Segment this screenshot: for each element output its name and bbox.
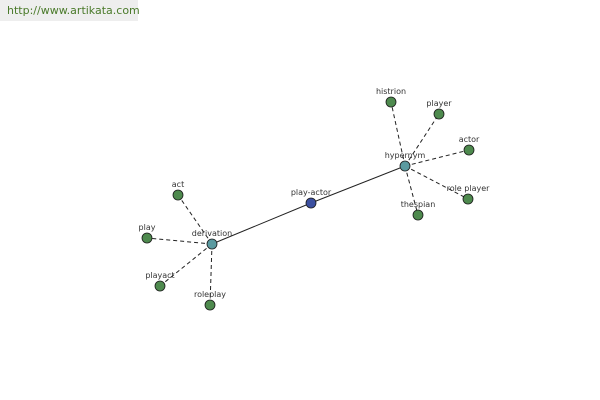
- node-label-derivation: derivation: [192, 229, 232, 238]
- node-label-act: act: [172, 180, 184, 189]
- node-circle-act[interactable]: [172, 189, 184, 201]
- node-label-playact: playact: [145, 271, 174, 280]
- node-derivation[interactable]: derivation: [192, 229, 232, 250]
- node-label-center: play-actor: [291, 188, 332, 197]
- node-center[interactable]: play-actor: [291, 188, 332, 209]
- edge-hypernym-thespian: [404, 165, 419, 216]
- node-thespian[interactable]: thespian: [401, 200, 436, 221]
- node-act[interactable]: act: [172, 180, 184, 201]
- edge-hypernym-actor: [404, 149, 470, 167]
- node-circle-actor[interactable]: [463, 144, 475, 156]
- node-label-player: player: [426, 99, 452, 108]
- node-role_player[interactable]: role player: [447, 184, 491, 205]
- node-circle-derivation[interactable]: [206, 238, 218, 250]
- source-url-link[interactable]: http://www.artikata.com: [7, 4, 140, 17]
- edge-hypernym-histrion: [390, 101, 406, 167]
- node-circle-player[interactable]: [433, 108, 445, 120]
- node-label-histrion: histrion: [376, 87, 406, 96]
- node-hypernym[interactable]: hypernym: [385, 151, 426, 172]
- node-label-play: play: [139, 223, 156, 232]
- node-histrion[interactable]: histrion: [376, 87, 406, 108]
- node-circle-roleplay[interactable]: [204, 299, 216, 311]
- edge-hypernym-role_player: [404, 165, 469, 200]
- node-circle-hypernym[interactable]: [399, 160, 411, 172]
- node-label-roleplay: roleplay: [194, 290, 226, 299]
- node-circle-center[interactable]: [305, 197, 317, 209]
- node-label-actor: actor: [459, 135, 480, 144]
- node-playact[interactable]: playact: [145, 271, 175, 292]
- node-actor[interactable]: actor: [459, 135, 480, 156]
- edge-hypernym-player: [404, 113, 440, 167]
- node-circle-histrion[interactable]: [385, 96, 397, 108]
- node-circle-thespian[interactable]: [412, 209, 424, 221]
- node-label-thespian: thespian: [401, 200, 436, 209]
- node-circle-play[interactable]: [141, 232, 153, 244]
- edge-derivation-play: [146, 237, 213, 245]
- node-player[interactable]: player: [426, 99, 452, 120]
- edge-derivation-roleplay: [209, 243, 213, 306]
- node-label-role_player: role player: [447, 184, 491, 193]
- edge-derivation-act: [177, 194, 213, 245]
- node-circle-playact[interactable]: [154, 280, 166, 292]
- node-label-hypernym: hypernym: [385, 151, 426, 160]
- node-roleplay[interactable]: roleplay: [194, 290, 226, 311]
- node-circle-role_player[interactable]: [462, 193, 474, 205]
- edge-center-derivation: [211, 202, 312, 245]
- edge-center-hypernym: [310, 165, 406, 204]
- source-banner: http://www.artikata.com: [0, 0, 140, 21]
- node-play[interactable]: play: [139, 223, 156, 244]
